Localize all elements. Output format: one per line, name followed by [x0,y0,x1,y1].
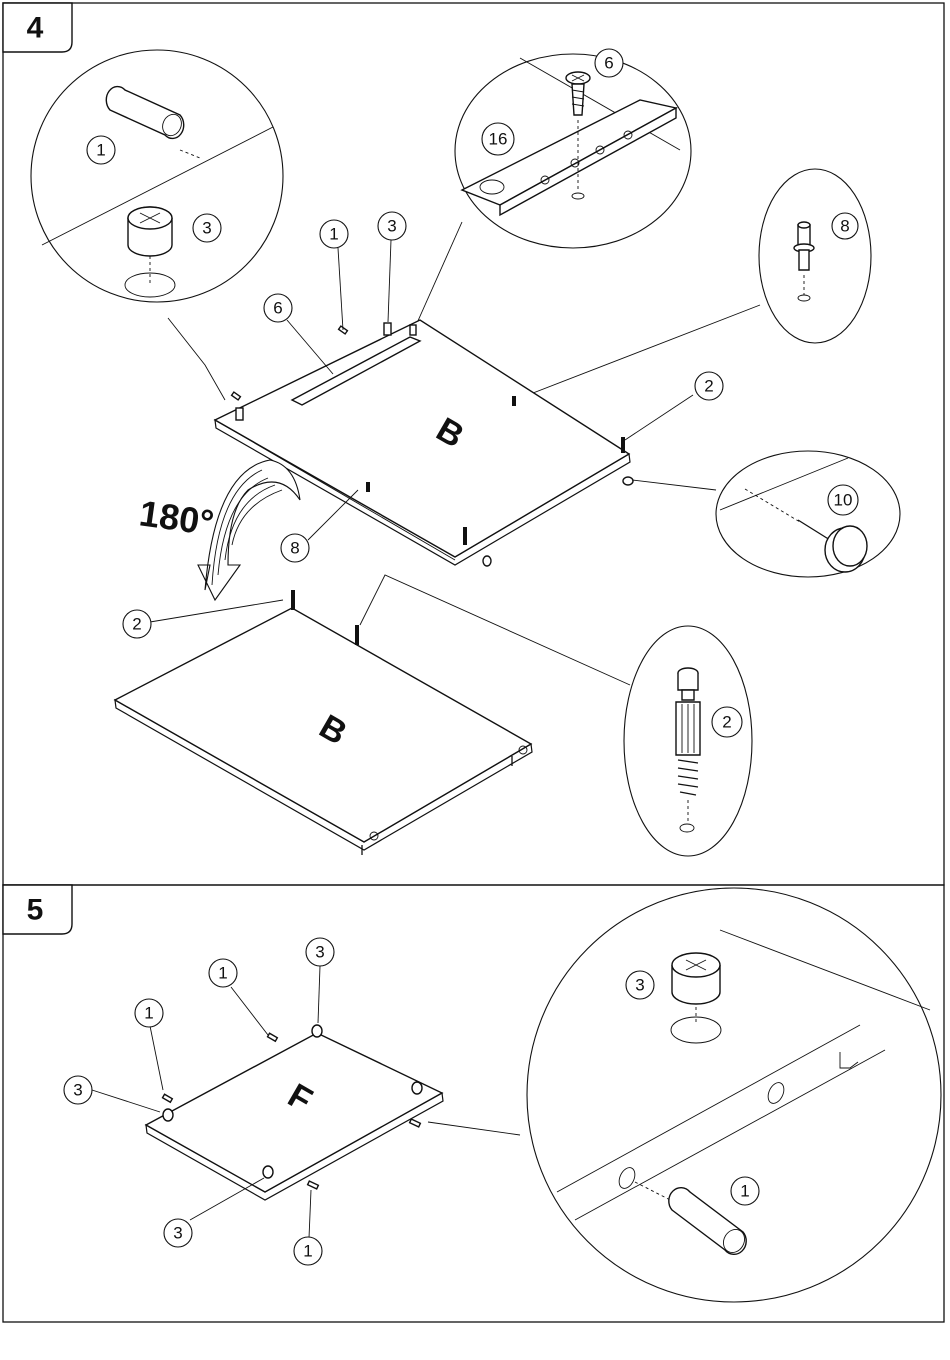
callout-foot-glide: 10 [716,451,900,577]
label-3-bottom: 3 [173,1224,182,1243]
label-1-upper: 1 [329,225,338,244]
label-6-upper: 6 [273,299,282,318]
label-2-lower: 2 [132,615,141,634]
label-8-lower: 8 [290,539,299,558]
label-3-upper: 3 [387,217,396,236]
callout-edge-zoom: 3 1 [527,888,941,1302]
callout-label-10: 10 [834,491,853,510]
callout-label-16: 16 [489,130,508,149]
label-2-upper: 2 [704,377,713,396]
rotation-label: 180° [137,492,216,543]
step4-number: 4 [27,12,44,45]
panel-f: F [146,1025,443,1200]
callout-label-3: 3 [202,219,211,238]
callout-label-8: 8 [840,217,849,236]
step5-number: 5 [27,894,44,927]
label-1-left: 1 [144,1004,153,1023]
label-3-left: 3 [73,1081,82,1100]
label-3-top: 3 [315,943,324,962]
label-1-top: 1 [218,964,227,983]
callout-dowel-camlock: 1 3 [31,50,283,400]
zoom-label-3: 3 [635,976,644,995]
label-1-bottom: 1 [303,1242,312,1261]
zoom-label-1: 1 [740,1182,749,1201]
callout-label-6: 6 [604,54,613,73]
rotate-180-arrow-icon [198,460,300,600]
callout-cam-bolt: 2 [624,626,752,856]
callout-rail-screw: 6 16 [413,49,691,332]
callout-label-1: 1 [96,141,105,160]
panel-b-lower: B [115,590,532,855]
callout-label-2: 2 [722,713,731,732]
panel-b-upper: B [215,320,633,566]
